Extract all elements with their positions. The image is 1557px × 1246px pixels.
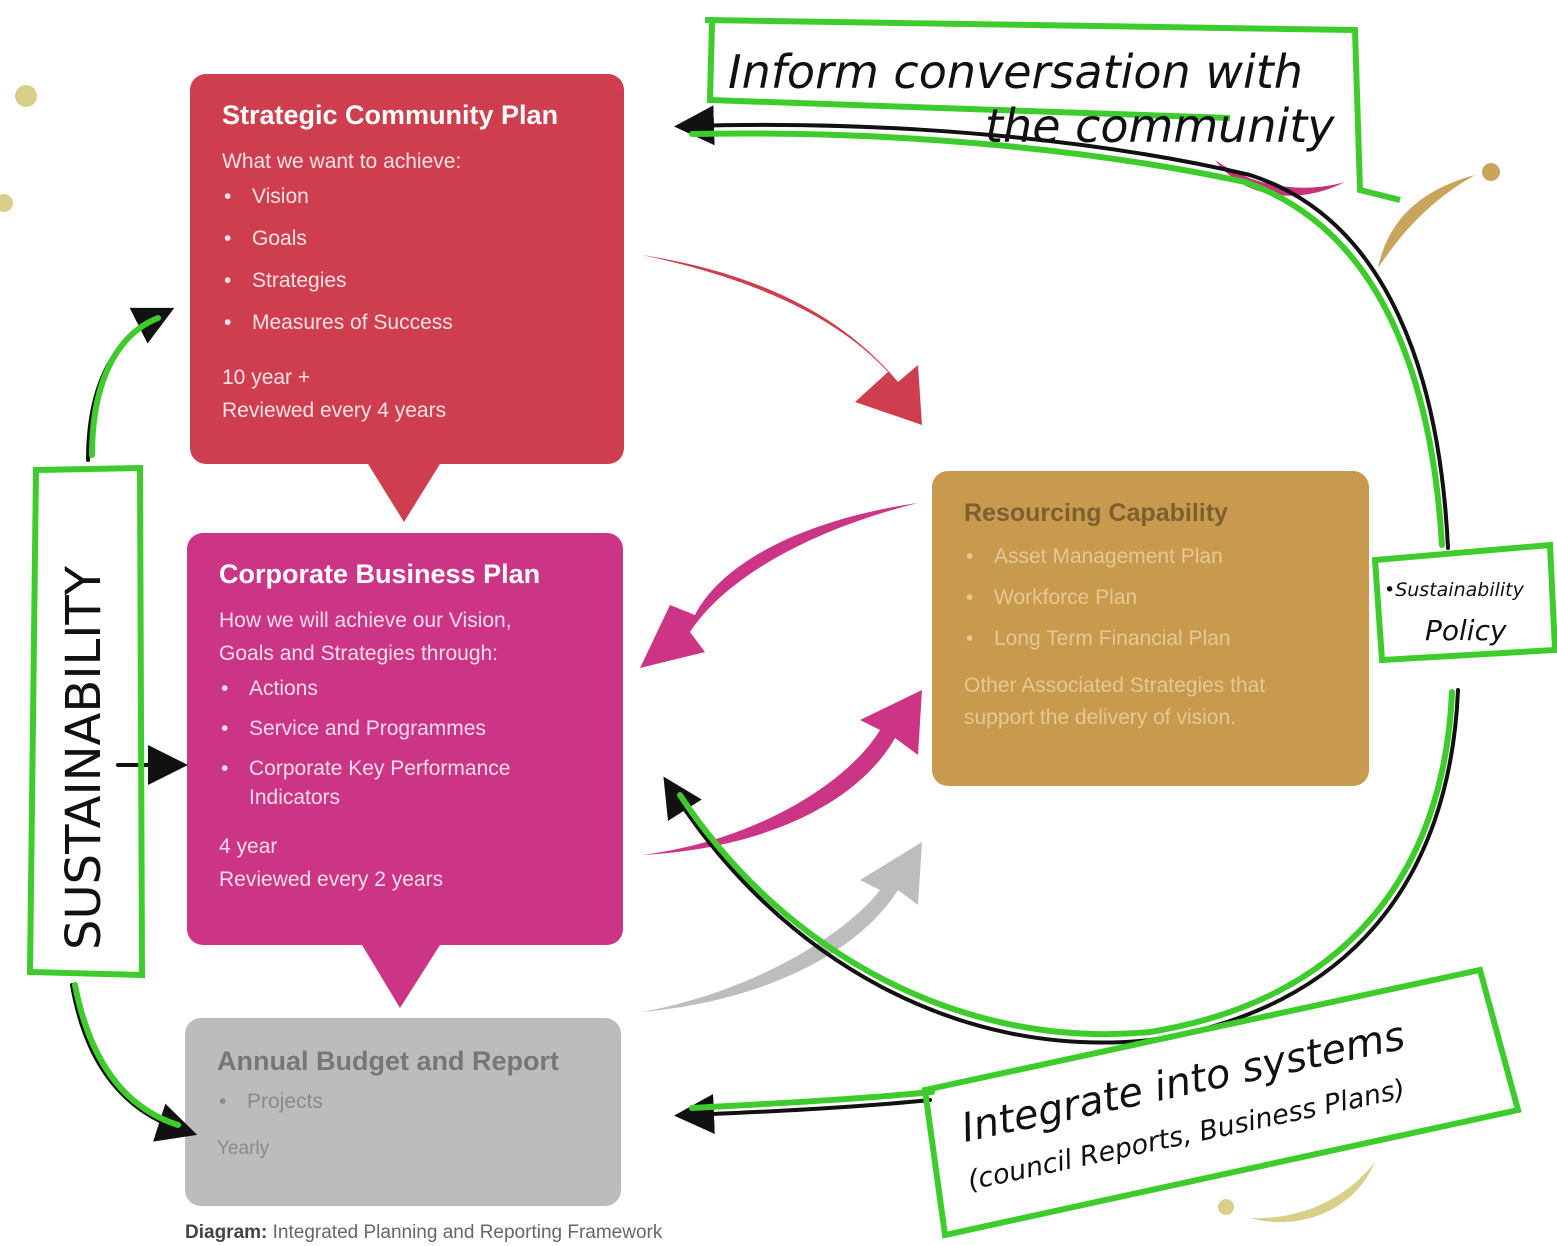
resourcing-capability-note-2: support the delivery of vision. [964,706,1236,729]
arrow-abr-to-rc [642,842,922,1012]
black-arrow-top-loop [674,105,1450,550]
resourcing-capability-list: Asset Management Plan Workforce Plan Lon… [964,542,1337,653]
corporate-business-plan-box: Corporate Business Plan How we will achi… [187,533,623,945]
resourcing-capability-title: Resourcing Capability [964,499,1228,527]
decor-swoosh [1250,1162,1375,1223]
black-arrow-to-abr-loop [674,1093,932,1134]
strategic-community-plan-title: Strategic Community Plan [222,100,559,130]
strategic-community-plan-subtitle: What we want to achieve: [222,150,462,173]
handdrawn-green-strokes [72,130,1455,1128]
arrow-cbp-to-rc [642,690,922,855]
list-item: Projects [217,1087,589,1116]
annual-budget-report-box: Annual Budget and Report Projects Yearly [185,1018,621,1206]
policy-frame [1371,541,1557,664]
annual-budget-report-term: Yearly [217,1138,270,1159]
decor-dot [15,85,37,107]
inform-annotation-line2: the community [985,99,1335,153]
list-item: Workforce Plan [964,583,1337,612]
annual-budget-report-title: Annual Budget and Report [217,1046,559,1076]
caption-text: Integrated Planning and Reporting Framew… [272,1222,663,1243]
strategic-community-plan-box: Strategic Community Plan What we want to… [190,74,624,464]
list-item: Corporate Key Performance Indicators [219,754,539,812]
sustainability-frame [26,464,146,979]
strategic-community-plan-term: 10 year + [222,366,311,389]
arrow-cbp-to-abr [362,945,440,1008]
caption-label: Diagram: [185,1222,268,1243]
black-arrow-to-cbp-loop [663,688,1460,1045]
inform-annotation-line1: Inform conversation with [728,45,1303,99]
decor-swoosh [1378,175,1475,268]
policy-annotation-line2: Policy [1425,614,1507,647]
corporate-business-plan-subtitle-2: Goals and Strategies through: [219,642,499,665]
corporate-business-plan-list: Actions Service and Programmes Corporate… [219,674,591,812]
decor-dot [1218,1199,1234,1215]
list-item: Vision [222,182,592,211]
resourcing-capability-note: Other Associated Strategies that [964,674,1266,697]
policy-annotation-line1: •Sustainability [1384,579,1525,601]
strategic-community-plan-review: Reviewed every 4 years [222,399,447,422]
corporate-business-plan-term: 4 year [219,835,278,858]
list-item: Long Term Financial Plan [964,624,1337,653]
strategic-community-plan-list: Vision Goals Strategies Measures of Succ… [222,182,592,337]
list-item: Measures of Success [222,308,592,337]
corporate-business-plan-review: Reviewed every 2 years [219,868,444,891]
list-item: Service and Programmes [219,714,591,743]
decor-dot [1482,163,1500,181]
list-item: Strategies [222,266,592,295]
sustainability-annotation: SUSTAINABILITY [56,565,112,950]
diagram-caption: Diagram: Integrated Planning and Reporti… [185,1222,662,1244]
decor-dot [0,194,13,212]
resourcing-capability-box: Resourcing Capability Asset Management P… [932,471,1369,786]
black-arrow-to-abr [70,983,198,1142]
list-item: Actions [219,674,591,703]
arrow-scp-to-rc [642,255,922,425]
inform-frame [704,17,1401,203]
corporate-business-plan-subtitle: How we will achieve our Vision, [219,609,512,632]
arrow-rc-to-cbp [640,503,918,668]
corporate-business-plan-title: Corporate Business Plan [219,559,541,589]
annual-budget-report-list: Projects [217,1087,589,1116]
list-item: Goals [222,224,592,253]
arrow-scp-to-cbp [368,464,440,522]
list-item: Asset Management Plan [964,542,1337,571]
integrate-frame [921,966,1522,1239]
